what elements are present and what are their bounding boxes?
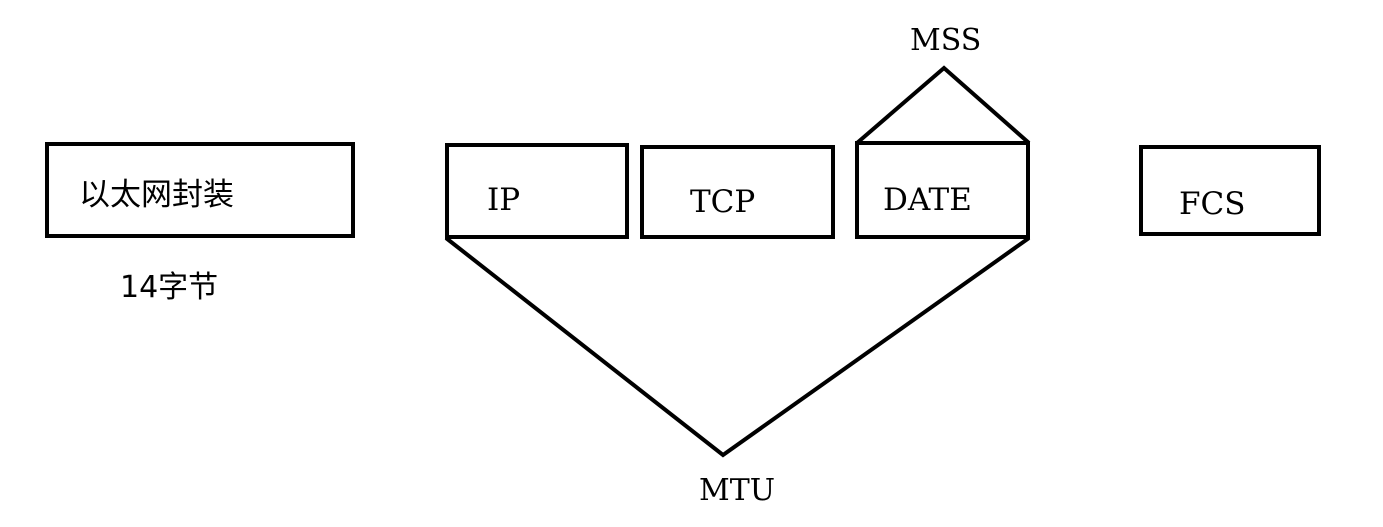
ip-header-box: IP [445, 143, 629, 239]
fcs-trailer-box: FCS [1139, 145, 1321, 236]
ethernet-header-size-label: 14字节 [120, 270, 219, 305]
fcs-trailer-label: FCS [1179, 186, 1246, 222]
tcp-header-label: TCP [690, 184, 756, 220]
mss-bracket [855, 65, 1031, 145]
data-payload-box: DATE [855, 141, 1030, 239]
mss-label: MSS [910, 23, 982, 58]
tcp-header-box: TCP [640, 145, 835, 239]
ip-header-label: IP [487, 182, 521, 218]
ethernet-header-label: 以太网封装 [79, 177, 234, 213]
mtu-bracket [444, 236, 1031, 458]
mtu-label: MTU [699, 473, 776, 508]
data-payload-label: DATE [883, 182, 972, 218]
ethernet-header-box: 以太网封装 [45, 142, 355, 238]
